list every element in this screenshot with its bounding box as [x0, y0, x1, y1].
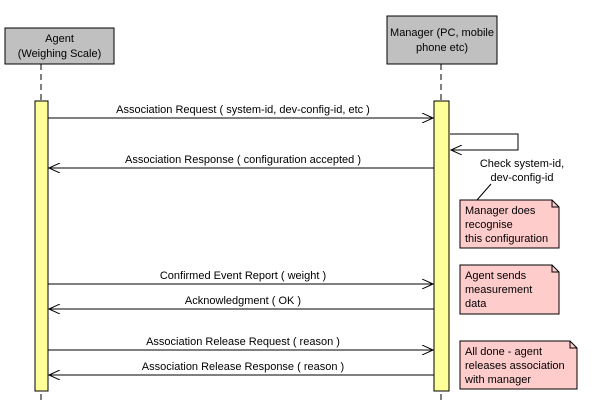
self-message-arrow — [450, 133, 519, 150]
note-fold — [569, 341, 577, 349]
message-label: Association Request ( system-id, dev-con… — [116, 104, 370, 116]
agent-activation-bar — [34, 100, 49, 392]
participant-agent-box — [4, 27, 115, 65]
note-box — [459, 340, 578, 390]
participant-manager-role: phone etc) — [416, 42, 468, 54]
self-message-check-config: Check system-id, dev-config-id — [450, 133, 564, 184]
manager-activation-bar — [433, 100, 450, 392]
note-line: data — [465, 298, 487, 310]
message-label: Association Release Request ( reason ) — [146, 336, 340, 348]
self-message-label-line1: Check system-id, — [480, 158, 564, 170]
note-fold — [551, 200, 559, 208]
note-line: releases association — [465, 360, 565, 372]
note-box — [459, 199, 560, 249]
message-association-request: Association Request ( system-id, dev-con… — [48, 104, 433, 118]
participant-manager-box — [386, 15, 498, 65]
note-line: recognise — [465, 219, 513, 231]
note-box — [459, 264, 560, 315]
note-agent-sends-data: Agent sends measurement data — [459, 264, 560, 315]
note-line: Manager does — [465, 205, 536, 217]
note-fold — [551, 265, 559, 273]
participant-agent-name: Agent — [45, 33, 74, 45]
message-label: Association Response ( configuration acc… — [125, 154, 361, 166]
message-label: Confirmed Event Report ( weight ) — [160, 270, 326, 282]
message-acknowledgment: Acknowledgment ( OK ) — [49, 295, 434, 309]
note-line: this configuration — [465, 233, 548, 245]
message-label: Association Release Response ( reason ) — [142, 361, 344, 373]
message-association-response: Association Response ( configuration acc… — [49, 154, 434, 168]
message-confirmed-event-report: Confirmed Event Report ( weight ) — [48, 270, 433, 284]
note-connector — [476, 183, 492, 201]
self-message-label-line2: dev-config-id — [491, 172, 554, 184]
participant-manager-name: Manager (PC, mobile — [390, 27, 494, 39]
note-line: measurement — [465, 284, 532, 296]
note-line: All done - agent — [465, 346, 542, 358]
note-all-done: All done - agent releases association wi… — [459, 340, 578, 390]
message-label: Acknowledgment ( OK ) — [185, 295, 301, 307]
message-association-release-response: Association Release Response ( reason ) — [49, 361, 434, 375]
participant-manager: Manager (PC, mobile phone etc) — [386, 15, 498, 65]
message-association-release-request: Association Release Request ( reason ) — [48, 336, 433, 350]
participant-agent: Agent (Weighing Scale) — [4, 27, 115, 65]
note-manager-recognises-config: Manager does recognise this configuratio… — [459, 183, 560, 249]
note-line: with manager — [464, 374, 531, 386]
participant-agent-role: (Weighing Scale) — [18, 48, 102, 60]
note-line: Agent sends — [465, 270, 527, 282]
